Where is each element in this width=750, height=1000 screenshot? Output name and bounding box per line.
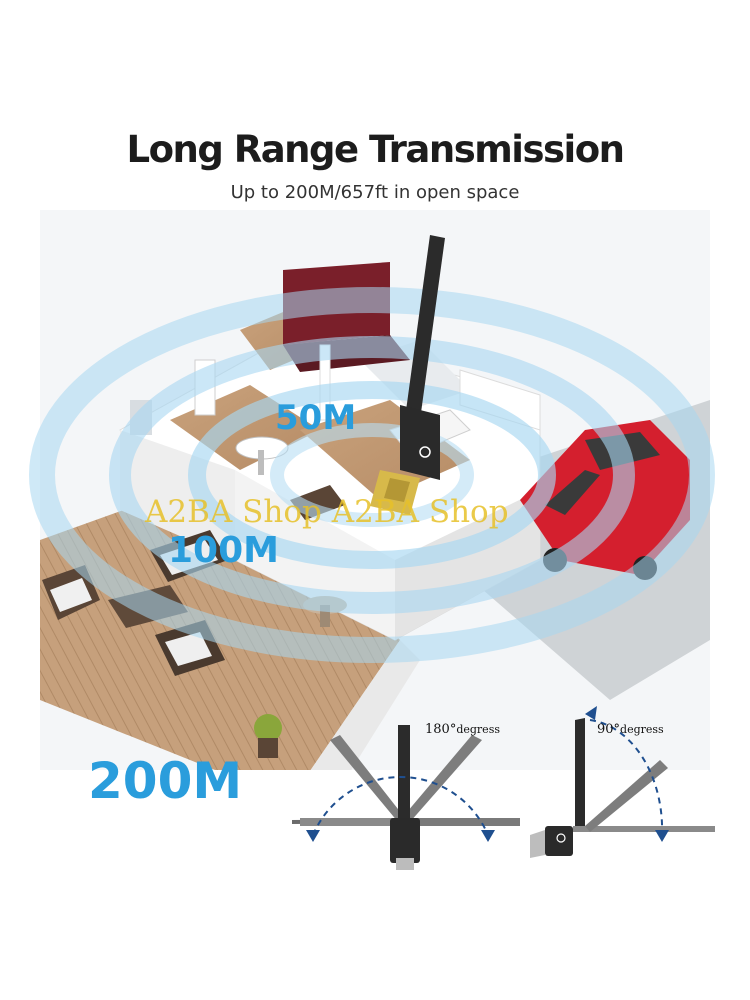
angle-180-unit: degress bbox=[456, 723, 500, 736]
range-label-100m: 100M bbox=[168, 530, 279, 571]
range-label-200m: 200M bbox=[88, 752, 243, 810]
diagram-180-degrees bbox=[292, 725, 520, 870]
antenna-left-position bbox=[300, 818, 400, 826]
antenna-vertical bbox=[398, 725, 410, 818]
range-label-50m: 50M bbox=[275, 398, 357, 438]
range-ring-100 bbox=[109, 336, 635, 614]
page-title: Long Range Transmission bbox=[126, 128, 625, 171]
angle-label-180: 180°degress bbox=[425, 722, 500, 737]
watermark-text: A2BA Shop A2BA Shop bbox=[145, 494, 509, 530]
angle-180-value: 180° bbox=[425, 722, 457, 737]
page-subtitle: Up to 200M/657ft in open space bbox=[230, 182, 520, 203]
usb-plug bbox=[530, 830, 545, 858]
angle-90-unit: degress bbox=[620, 723, 664, 736]
wifi-adapter bbox=[370, 235, 445, 515]
range-ring-200 bbox=[29, 287, 715, 663]
diagram-90-degrees bbox=[530, 706, 715, 858]
angle-label-90: 90°degress bbox=[597, 722, 664, 737]
plant bbox=[254, 714, 282, 742]
range-ring-50 bbox=[188, 381, 556, 569]
angle-90-value: 90° bbox=[597, 722, 621, 737]
antenna bbox=[405, 235, 445, 420]
